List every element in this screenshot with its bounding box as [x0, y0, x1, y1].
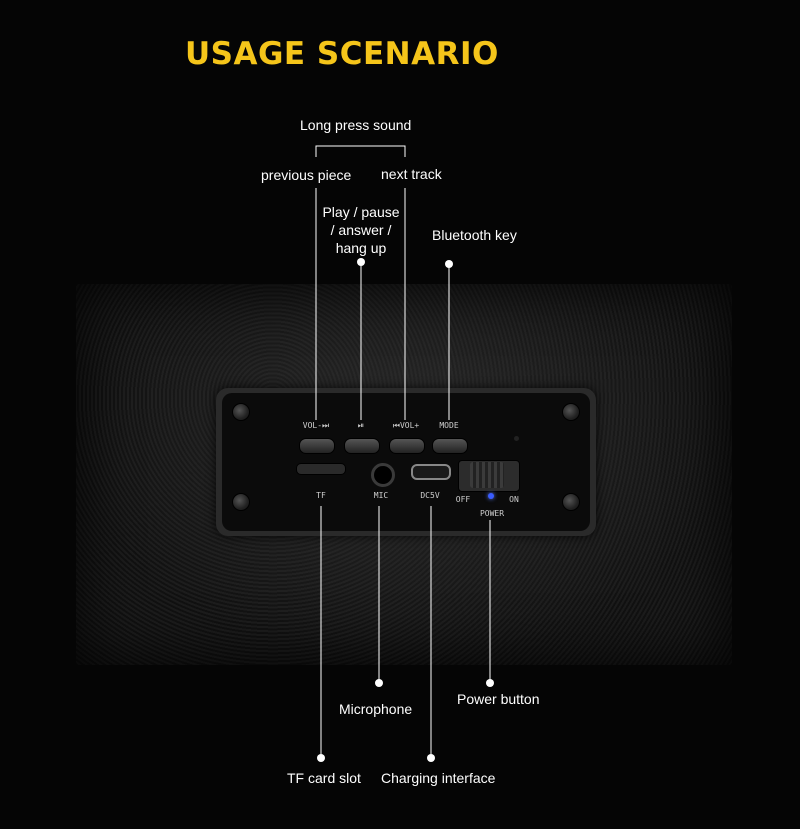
status-indicator: [514, 436, 519, 441]
power-dot: [486, 679, 494, 687]
vol-plus-button[interactable]: [389, 438, 425, 454]
long-press-label: Long press sound: [300, 117, 412, 133]
tf-card-slot[interactable]: [296, 463, 346, 475]
tf-dot: [317, 754, 325, 762]
page-title: USAGE SCENARIO: [185, 36, 499, 72]
vol-plus-label: ⏮VOL+: [392, 421, 420, 430]
previous-piece-label: previous piece: [261, 167, 352, 183]
vol-minus-button[interactable]: [299, 438, 335, 454]
play-pause-button[interactable]: [344, 438, 380, 454]
play-pause-label-1: Play / pause: [322, 204, 400, 220]
next-track-label: next track: [381, 166, 442, 182]
play-pause-dot: [357, 258, 365, 266]
play-pause-label-3: hang up: [335, 240, 387, 256]
screw-icon: [562, 493, 580, 511]
play-pause-label-2: / answer /: [330, 222, 392, 238]
microphone-jack[interactable]: [371, 463, 395, 487]
control-panel: [222, 393, 590, 531]
charging-port[interactable]: [411, 464, 451, 480]
power-button-label: Power button: [457, 691, 540, 707]
long-press-bracket: [315, 145, 406, 157]
screw-icon: [562, 403, 580, 421]
mode-label: MODE: [439, 421, 459, 430]
bluetooth-key-label: Bluetooth key: [432, 227, 517, 243]
mic-port-label: MIC: [373, 491, 389, 500]
play-pause-label: ⏯: [357, 421, 365, 430]
microphone-label: Microphone: [339, 701, 413, 717]
screw-icon: [232, 403, 250, 421]
switch-power-label: POWER: [479, 509, 505, 518]
bluetooth-dot: [445, 260, 453, 268]
dc-port-label: DC5V: [420, 491, 440, 500]
tf-card-slot-label: TF card slot: [287, 770, 361, 786]
tf-port-label: TF: [316, 491, 326, 500]
mic-dot: [375, 679, 383, 687]
power-led-icon: [488, 493, 494, 499]
power-switch-knob[interactable]: [470, 462, 504, 488]
vol-minus-label: VOL-⏭: [302, 421, 330, 430]
charging-interface-label: Charging interface: [381, 770, 496, 786]
screw-icon: [232, 493, 250, 511]
switch-off-label: OFF: [455, 495, 471, 504]
mode-button[interactable]: [432, 438, 468, 454]
charging-dot: [427, 754, 435, 762]
switch-on-label: ON: [509, 495, 519, 504]
